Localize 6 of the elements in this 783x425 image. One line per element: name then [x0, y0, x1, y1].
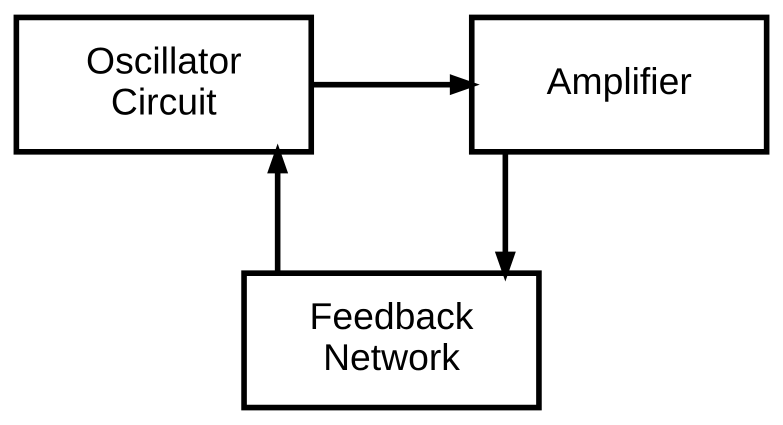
- arrow: [267, 143, 288, 272]
- node-box: Amplifier: [468, 14, 770, 155]
- arrow: [312, 74, 480, 96]
- node-box: Oscillator Circuit: [14, 14, 314, 155]
- node-box: Feedback Network: [241, 270, 542, 410]
- arrow: [494, 152, 516, 282]
